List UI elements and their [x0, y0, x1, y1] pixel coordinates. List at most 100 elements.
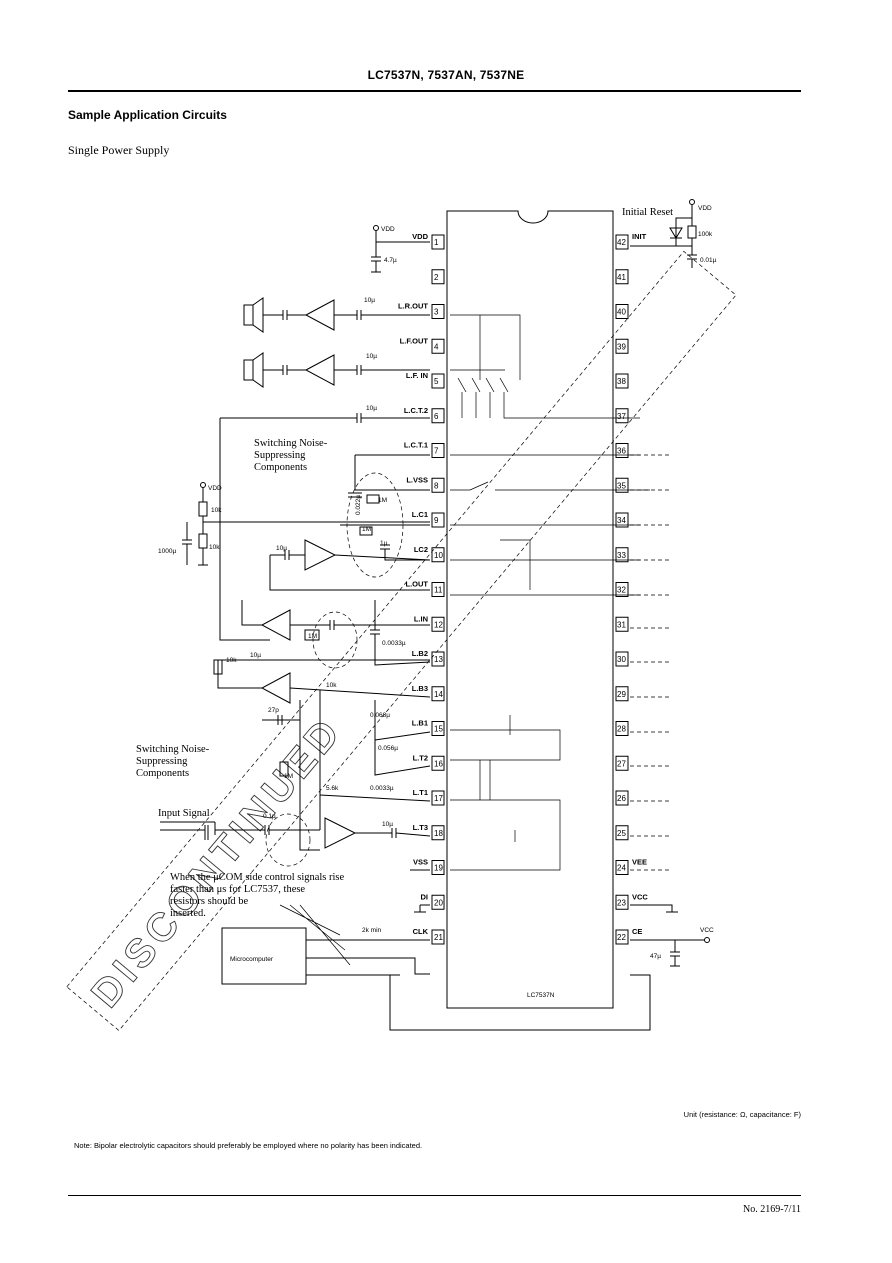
cap-0u022: 0.022µ [355, 495, 362, 515]
cap-00033-a: 0.0033µ [382, 640, 406, 647]
noise-suppression-1: Switching Noise- Suppressing Components … [254, 438, 430, 578]
pin-number: 16 [434, 759, 443, 768]
pin-number: 9 [434, 516, 439, 525]
page-header-part-numbers: LC7537N, 7537AN, 7537NE [367, 68, 525, 82]
cap-1000u: 1000µ [158, 548, 176, 555]
pin-number: 24 [617, 864, 626, 873]
noise-label-1b: Suppressing [254, 450, 306, 461]
pin-39: 39 [615, 338, 629, 354]
unit-note: Unit (resistance: Ω, capacitance: F) [683, 1110, 801, 1119]
mcom-note: When the μCOM side control signals rise … [170, 872, 351, 966]
pin-number: 13 [434, 655, 443, 664]
pin-8: 8L.VSS [406, 475, 445, 493]
cap-10u-c: 10µ [366, 405, 377, 412]
pin-number: 2 [434, 273, 439, 282]
pin-label: CLK [413, 927, 429, 936]
pin-16: 16 L.T2 [413, 753, 445, 771]
pin-number: 3 [434, 308, 439, 317]
pin-number: 29 [617, 690, 626, 699]
pin-number: 7 [434, 447, 439, 456]
pin-number: 41 [617, 273, 626, 282]
res-10k-a: 10k [211, 507, 222, 514]
pin-15: 15L.B1 [412, 719, 445, 736]
cap-0u1: 0.1µ [263, 813, 276, 820]
res-5k6: 5.6k [326, 785, 339, 792]
pin-35: 35 [615, 477, 629, 493]
pin-label: L.OUT [406, 580, 429, 589]
footer-rule [68, 1195, 801, 1196]
pin-37: 37 [615, 408, 629, 424]
res-10k-c: 10k [226, 657, 237, 664]
pin-17: 17 L.T1 [413, 788, 445, 806]
pin-number: 10 [434, 551, 443, 560]
lf-in-line: 10µ [219, 405, 430, 641]
pin-label: L.F. IN [406, 371, 428, 380]
cap-27p: 27p [268, 707, 279, 714]
section-title: Sample Application Circuits [68, 108, 227, 122]
watermark-text: DISCONTINUED [83, 708, 351, 1015]
pin-label: VCC [632, 892, 648, 901]
pin-number: 40 [617, 308, 626, 317]
initial-reset-network: Initial Reset VDD 100k 0.01µ [622, 199, 717, 268]
pin-number: 17 [434, 794, 443, 803]
res-1m-c: 1M [308, 633, 317, 640]
pin-number: 39 [617, 342, 626, 351]
pin-label: VSS [413, 858, 428, 867]
pin-label: L.C.T.2 [404, 406, 428, 415]
pin-number: 19 [434, 864, 443, 873]
pin-36: 36 [615, 443, 629, 458]
pin-number: 6 [434, 412, 439, 421]
pin-19: 19 VSS [413, 858, 445, 875]
vee-vcc-network: VCC 47µ [630, 904, 714, 967]
polarity-note: Note: Bipolar electrolytic capacitors sh… [74, 1141, 423, 1150]
pin-number: 4 [434, 342, 439, 351]
pin-6: 6 L.C.T.2 [404, 406, 445, 424]
pin-label: L.T2 [413, 753, 428, 762]
microcomputer: Microcomputer 2k min [221, 927, 651, 1031]
pin-number: 28 [617, 725, 626, 734]
pin-10: 10 LC2 [414, 545, 445, 563]
pin-label: L.B2 [412, 649, 428, 658]
pin-25: 25 [615, 825, 629, 841]
pin-number: 31 [617, 620, 626, 629]
pin-34: 34 [615, 512, 629, 528]
vdd-reset-label: VDD [698, 205, 712, 212]
mcom-note-4: inserted. [170, 908, 206, 919]
pin-label: VEE [632, 858, 647, 867]
pin-number: 30 [617, 655, 626, 664]
pin-label: L.T1 [413, 788, 428, 797]
pin-32: 32 [615, 582, 629, 597]
pin-label: L.C.T.1 [404, 441, 428, 450]
pin-label: INIT [632, 232, 647, 241]
input-signal-label: Input Signal [158, 808, 210, 819]
cap-00033-b: 0.0033µ [370, 785, 394, 792]
vdd-top-label: VDD [381, 226, 395, 233]
pin-14: 14L.B3 [412, 684, 445, 702]
pin-number: 15 [434, 725, 443, 734]
ic-lc7537n: LC7537N [446, 210, 614, 1009]
pin-number: 32 [617, 586, 626, 595]
res-10k-d: 10k [326, 682, 337, 689]
pin-label: LC2 [414, 545, 428, 554]
res-10k-b: 10k [209, 544, 220, 551]
opamp-lc1: 10µ [269, 539, 431, 591]
pin-number: 33 [617, 551, 626, 560]
pin-2: 2 [431, 269, 445, 285]
pin-number: 11 [434, 586, 443, 595]
cap-47u: 47µ [650, 953, 661, 960]
pin-label: L.B3 [412, 684, 428, 693]
cap-0u068: 0.068µ [370, 712, 390, 719]
pin-number: 38 [617, 377, 626, 386]
pin-number: 37 [617, 412, 626, 421]
pin-label: L.C1 [412, 510, 428, 519]
pin-number: 23 [617, 898, 626, 907]
pin-number: 36 [617, 447, 626, 456]
noise-label-2b: Suppressing [136, 756, 188, 767]
pin-4: 4L.F.OUT [400, 336, 445, 354]
pin-38: 38 [615, 373, 629, 389]
pin-number: 25 [617, 829, 626, 838]
